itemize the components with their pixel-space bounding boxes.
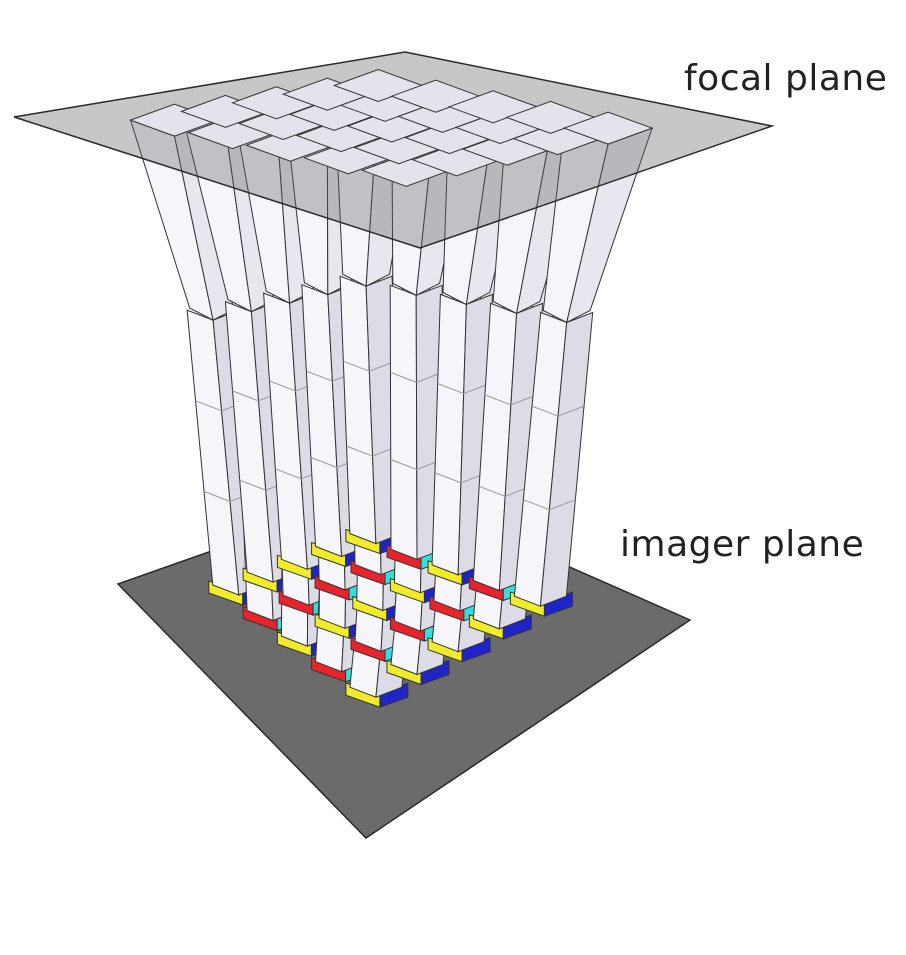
imager-plane-label: imager plane: [620, 524, 864, 565]
focal-plane-label: focal plane: [684, 58, 887, 99]
column-left-face: [390, 285, 417, 559]
